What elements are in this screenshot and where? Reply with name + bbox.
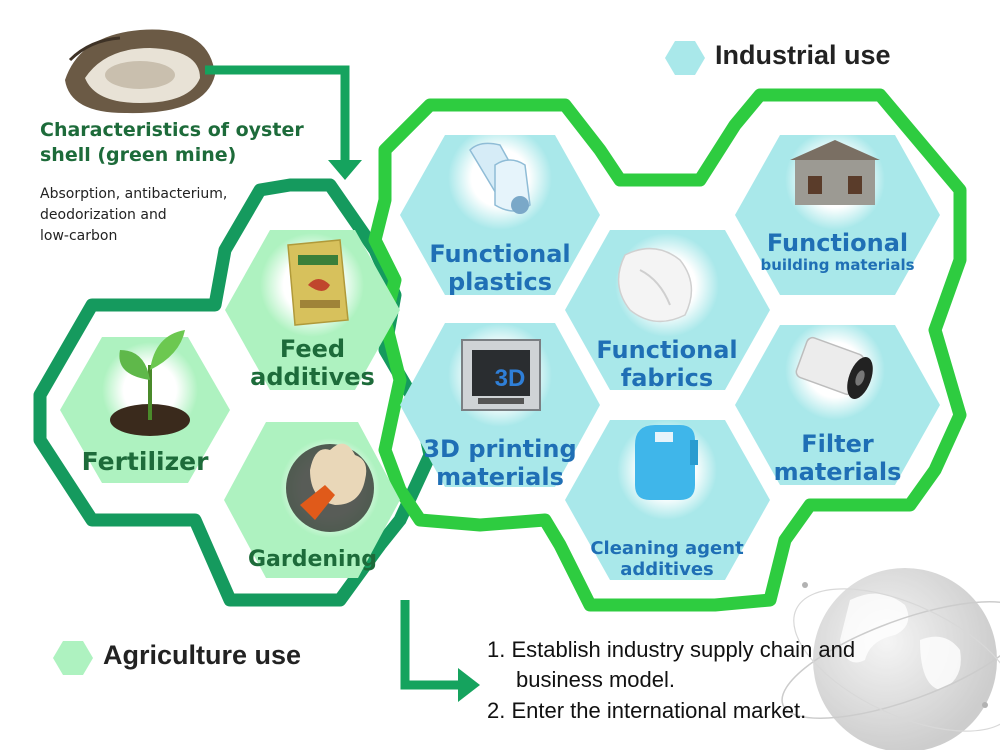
- characteristics-description-line: Absorption, antibacterium,: [40, 186, 228, 202]
- label-line: Cleaning agent: [590, 538, 744, 559]
- label-line: additives: [620, 559, 714, 581]
- label-gardening: Gardening: [240, 547, 385, 573]
- legend-industrial-hex: [665, 41, 705, 75]
- plastic-bottles-icon: [469, 142, 531, 214]
- stone-house-icon: [790, 140, 880, 205]
- legend-industrial-label: Industrial use: [715, 40, 891, 70]
- label-line: Filter: [801, 430, 874, 458]
- detergent-bottle-icon: [635, 425, 698, 500]
- label-functional-plastics: Functional plastics: [420, 240, 580, 297]
- next-steps-list: 1. Establish industry supply chain and b…: [487, 635, 855, 726]
- arrow-head-down: [328, 160, 362, 180]
- label-line: materials: [436, 463, 564, 492]
- legend-agriculture-hex: [53, 641, 93, 675]
- step-number: 2.: [487, 697, 506, 723]
- characteristics-description-line: low-carbon: [40, 228, 118, 244]
- label-line: 3D printing: [423, 435, 577, 463]
- label-fertilizer: Fertilizer: [70, 447, 220, 477]
- 3d-badge: 3D: [495, 365, 526, 392]
- globe-icon: [781, 568, 1000, 750]
- label-line: Feed: [279, 335, 346, 363]
- label-line: Functional: [766, 229, 909, 257]
- next-step-item: 2. Enter the international market.: [487, 696, 855, 726]
- fabric-icon: [617, 247, 693, 323]
- label-line: materials: [773, 458, 902, 487]
- label-line: Fertilizer: [81, 447, 209, 476]
- label-functional-fabrics: Functional fabrics: [587, 336, 747, 393]
- label-filter-materials: Filter materials: [755, 430, 920, 487]
- label-line: building materials: [760, 256, 915, 275]
- label-line: plastics: [447, 268, 553, 297]
- feed-bag-icon: [287, 239, 349, 326]
- seedling-icon: [110, 330, 190, 436]
- step-number: 1.: [487, 637, 506, 662]
- next-step-item: 1. Establish industry supply chain and: [487, 635, 855, 665]
- label-cleaning-agent: Cleaning agent additives: [577, 538, 757, 580]
- characteristics-description: Absorption, antibacterium, deodorization…: [40, 184, 227, 247]
- label-line: additives: [250, 363, 375, 392]
- legend-agriculture-label: Agriculture use: [103, 640, 302, 670]
- label-line: Functional: [429, 240, 571, 268]
- arrow-oyster-to-diagram: [205, 65, 350, 165]
- label-line: Gardening: [247, 547, 378, 572]
- arrow-head-right: [458, 668, 480, 702]
- gardening-gloves-icon: [286, 443, 374, 532]
- label-line: fabrics: [620, 364, 714, 393]
- step-text: Enter the international market.: [511, 697, 807, 723]
- label-feed-additives: Feed additives: [240, 335, 385, 392]
- label-3d-printing: 3D printing materials: [415, 435, 585, 492]
- industrial-outline: [368, 88, 967, 612]
- characteristics-description-line: deodorization and: [40, 207, 167, 223]
- characteristics-title-line: Characteristics of oyster: [40, 119, 304, 141]
- oyster-shell-icon: [65, 29, 215, 114]
- filter-cartridge-icon: [795, 336, 873, 400]
- 3d-printer-icon: [461, 339, 541, 411]
- step-text: business model.: [516, 667, 675, 693]
- label-line: Functional: [596, 336, 738, 364]
- next-step-continuation: business model.: [487, 665, 855, 695]
- arrow-diagram-to-steps: [400, 600, 460, 690]
- label-building-materials: Functional building materials: [750, 229, 925, 275]
- step-text: Establish industry supply chain and: [511, 637, 856, 662]
- characteristics-title-line: shell (green mine): [40, 143, 237, 166]
- characteristics-title: Characteristics of oyster shell (green m…: [40, 118, 304, 167]
